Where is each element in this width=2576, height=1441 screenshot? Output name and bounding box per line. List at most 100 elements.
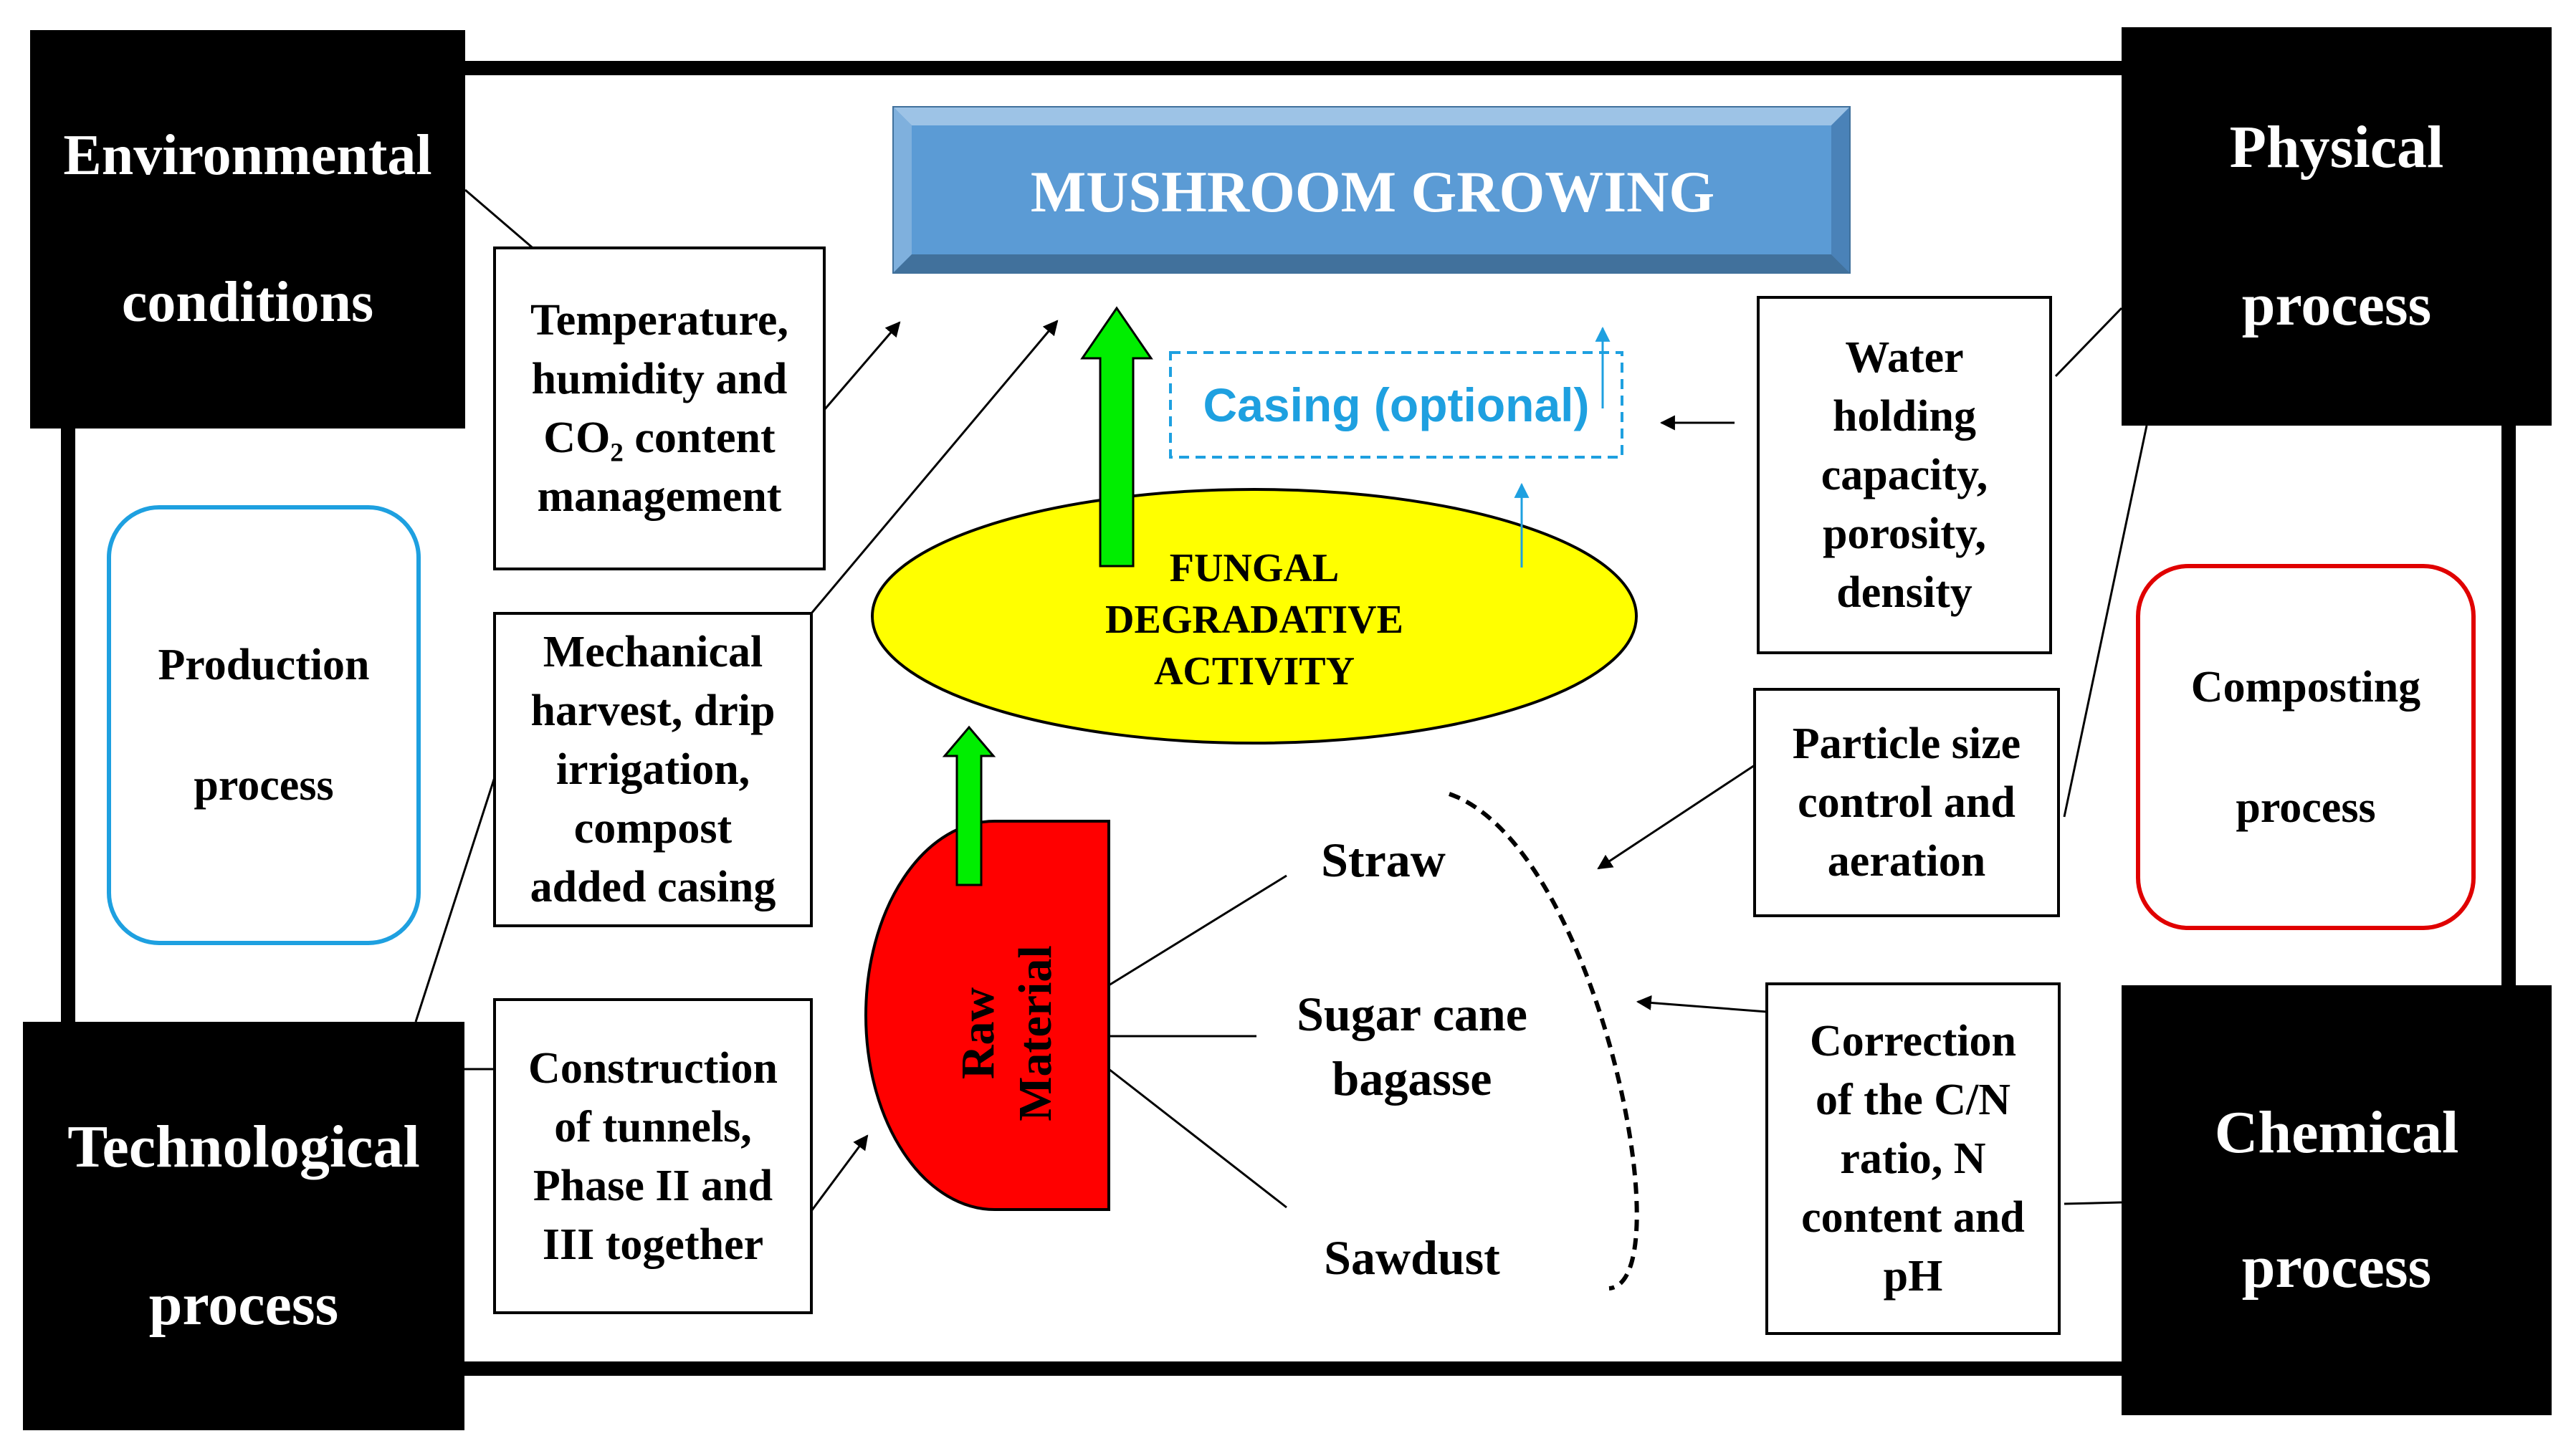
chemical-box	[2122, 985, 2552, 1415]
correction-line-5: pH	[1883, 1252, 1943, 1301]
temperature-line-3: CO₂ content	[543, 413, 776, 462]
particle-box	[1753, 688, 2060, 917]
connector-physical-particle	[2063, 425, 2148, 818]
composting-label: Composting process	[2138, 566, 2474, 928]
title-text: MUSHROOM GROWING	[1030, 158, 1715, 224]
water-line-3: capacity,	[1821, 451, 1988, 499]
arrow-mechanical	[810, 320, 1059, 614]
outer-frame	[61, 61, 2516, 1376]
chemical-line-1: Chemical	[2214, 1099, 2459, 1166]
correction-line-4: content and	[1801, 1193, 2025, 1242]
mechanical-line-3: irrigation,	[555, 745, 750, 794]
correction-line-2: of the C/N	[1815, 1076, 2011, 1124]
particle-line-1: Particle size	[1792, 719, 2021, 768]
title-bevel-bottom	[894, 254, 1849, 272]
environmental-line-1: Environmental	[63, 124, 432, 187]
straw-label: Straw	[1321, 832, 1446, 887]
water-line-1: Water	[1845, 333, 1964, 382]
temperature-line-1: Temperature,	[530, 296, 788, 345]
physical-box	[2122, 27, 2552, 426]
technological-box	[23, 1022, 464, 1430]
green-arrow-upper	[1080, 306, 1153, 568]
correction-line-1: Correction	[1809, 1017, 2017, 1066]
composting-line-2: process	[2236, 782, 2376, 832]
water-line-4: porosity,	[1823, 509, 1986, 558]
water-label: Water holding capacity, porosity, densit…	[1758, 297, 2051, 653]
technological-label: Technological process	[23, 1022, 464, 1430]
environmental-line-2: conditions	[121, 271, 374, 334]
bagasse-line-2: bagasse	[1332, 1051, 1492, 1106]
environmental-label: Environmental conditions	[30, 30, 465, 429]
line-raw-sawdust	[1108, 1068, 1287, 1209]
temperature-line-2: humidity and	[531, 355, 788, 403]
production-line-1: Production	[158, 641, 370, 689]
fungal-label: FUNGAL DEGRADATIVE ACTIVITY	[1032, 530, 1477, 709]
technological-line-2: process	[148, 1271, 339, 1338]
mechanical-line-5: added casing	[530, 863, 776, 911]
raw-material-line-1: Raw	[952, 987, 1004, 1080]
temperature-box	[493, 246, 826, 570]
particle-line-3: aeration	[1827, 837, 1986, 886]
temperature-label: Temperature, humidity and CO₂ content ma…	[495, 248, 824, 569]
fungal-line-2: DEGRADATIVE	[1105, 598, 1403, 642]
production-process-box	[107, 505, 421, 945]
casing-label: Casing (optional)	[1203, 378, 1590, 431]
raw-material-shape	[864, 820, 1110, 1211]
particle-line-2: control and	[1798, 778, 2016, 827]
fungal-ellipse	[871, 488, 1638, 745]
mechanical-line-2: harvest, drip	[530, 686, 776, 735]
fungal-line-1: FUNGAL	[1169, 546, 1340, 590]
title-bevel-left	[894, 107, 912, 272]
line-raw-straw	[1108, 874, 1287, 987]
physical-label: Physical process	[2122, 27, 2552, 426]
construction-label: Construction of tunnels, Phase II and II…	[495, 1000, 811, 1313]
connector-env-temp	[464, 188, 537, 252]
chemical-line-2: process	[2241, 1234, 2432, 1301]
mechanical-box	[493, 612, 813, 927]
correction-box	[1765, 982, 2061, 1335]
green-arrow-lower	[942, 725, 996, 886]
arrow-construction	[810, 1134, 869, 1212]
construction-line-1: Construction	[528, 1043, 778, 1093]
title-bevel-right	[1831, 107, 1849, 272]
water-line-2: holding	[1833, 392, 1976, 441]
composting-process-box	[2136, 564, 2476, 930]
connector-chemical-correction	[2064, 1201, 2122, 1205]
construction-line-4: III together	[542, 1220, 764, 1269]
connector-production-mechanical	[414, 777, 496, 1023]
composting-line-1: Composting	[2190, 662, 2421, 712]
environmental-box	[30, 30, 465, 429]
physical-line-2: process	[2241, 272, 2432, 338]
water-line-5: density	[1836, 568, 1972, 617]
temperature-line-4: management	[537, 472, 782, 521]
arrow-temperature	[823, 321, 901, 411]
production-line-2: process	[194, 761, 334, 810]
water-box	[1757, 296, 2052, 654]
construction-line-2: of tunnels,	[554, 1102, 752, 1152]
sawdust-label: Sawdust	[1324, 1230, 1500, 1285]
bagasse-label: Sugar cane bagasse	[1261, 982, 1563, 1111]
physical-line-1: Physical	[2229, 114, 2444, 181]
title-bevel-top	[894, 107, 1849, 125]
mechanical-label: Mechanical harvest, drip irrigation, com…	[495, 613, 811, 926]
construction-box	[493, 998, 813, 1314]
raw-material-line-2: Material	[1009, 945, 1062, 1121]
chemical-label: Chemical process	[2122, 985, 2552, 1415]
construction-line-3: Phase II and	[533, 1161, 773, 1210]
dashed-curve	[1449, 792, 1639, 1291]
connector-physical-water	[2054, 307, 2123, 378]
mechanical-line-1: Mechanical	[543, 628, 763, 676]
fungal-line-3: ACTIVITY	[1153, 649, 1355, 694]
casing-box	[1169, 351, 1623, 459]
raw-material-label: Raw Material	[943, 868, 1072, 1198]
particle-label: Particle size control and aeration	[1755, 689, 2059, 916]
mechanical-line-4: compost	[573, 804, 733, 853]
technological-line-1: Technological	[67, 1114, 420, 1180]
correction-line-3: ratio, N	[1840, 1134, 1986, 1183]
arrow-correction	[1636, 995, 1768, 1013]
arrow-particle	[1597, 764, 1755, 870]
production-label: Production process	[109, 507, 419, 943]
correction-label: Correction of the C/N ratio, N content a…	[1767, 984, 2059, 1334]
bagasse-line-1: Sugar cane	[1297, 987, 1527, 1041]
